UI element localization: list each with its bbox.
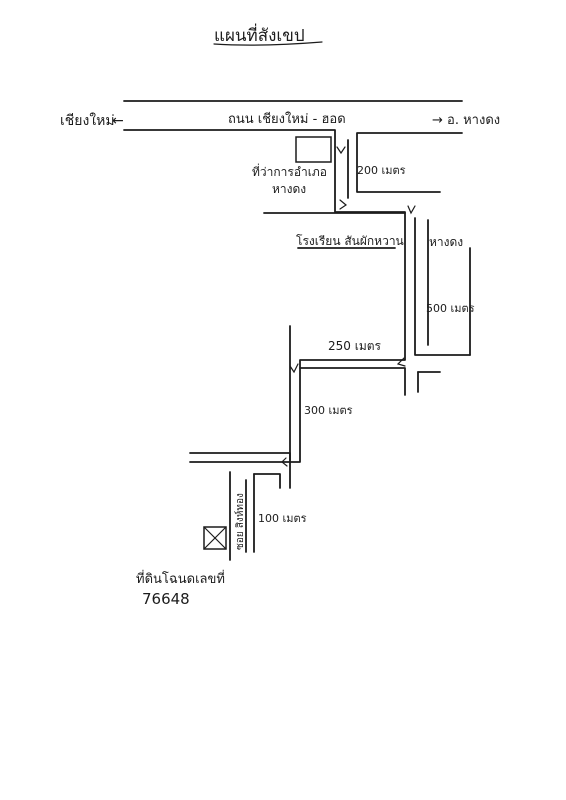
label-arrow-left: ← xyxy=(112,113,124,129)
label-dist-300: 300 เมตร xyxy=(304,404,353,417)
left-arrow-2 xyxy=(281,457,288,467)
down-arrow-2 xyxy=(407,205,416,215)
label-land: ที่ดินโฉนดเลขที่ xyxy=(136,570,225,587)
district-office-building xyxy=(295,136,332,163)
down-arrow-3 xyxy=(289,363,299,374)
route-left-edge xyxy=(123,129,406,463)
down-arrow-1 xyxy=(336,146,346,155)
label-school: โรงเรียน สันผักหวาน xyxy=(296,234,404,248)
lane-right-top xyxy=(253,473,281,489)
label-chiang-mai: เชียงใหม่ xyxy=(60,112,115,129)
east-road-inner xyxy=(414,217,471,356)
label-dist-100: 100 เมตร xyxy=(258,512,307,525)
label-district-name: หางดง xyxy=(272,182,306,196)
land-plot-cross-b xyxy=(203,526,227,550)
left-arrow-1 xyxy=(396,357,406,367)
label-hangdong-side: หางดง xyxy=(429,235,463,249)
label-dist-500: 500 เมตร xyxy=(426,302,475,315)
right-arrow-1 xyxy=(339,199,348,210)
label-dist-200: 200 เมตร xyxy=(357,164,406,177)
title-underline xyxy=(213,41,323,46)
label-lane-name: ซอย สิงห์ทอง xyxy=(234,493,246,550)
label-deed-no: 76648 xyxy=(142,590,190,608)
label-to-hangdong: → อ. หางดง xyxy=(432,113,500,128)
road-250-lower-edge xyxy=(299,367,406,396)
label-dist-250: 250 เมตร xyxy=(328,339,382,353)
land-plot-marker xyxy=(203,526,227,550)
main-road-lower-edge-right xyxy=(356,132,463,193)
label-main-road: ถนน เชียงใหม่ - ฮอด xyxy=(228,111,346,127)
lane-top-edge xyxy=(189,452,291,489)
map-title: แผนที่สังเขป xyxy=(214,23,305,46)
label-district-office: ที่ว่าการอำเภอ xyxy=(252,163,327,179)
